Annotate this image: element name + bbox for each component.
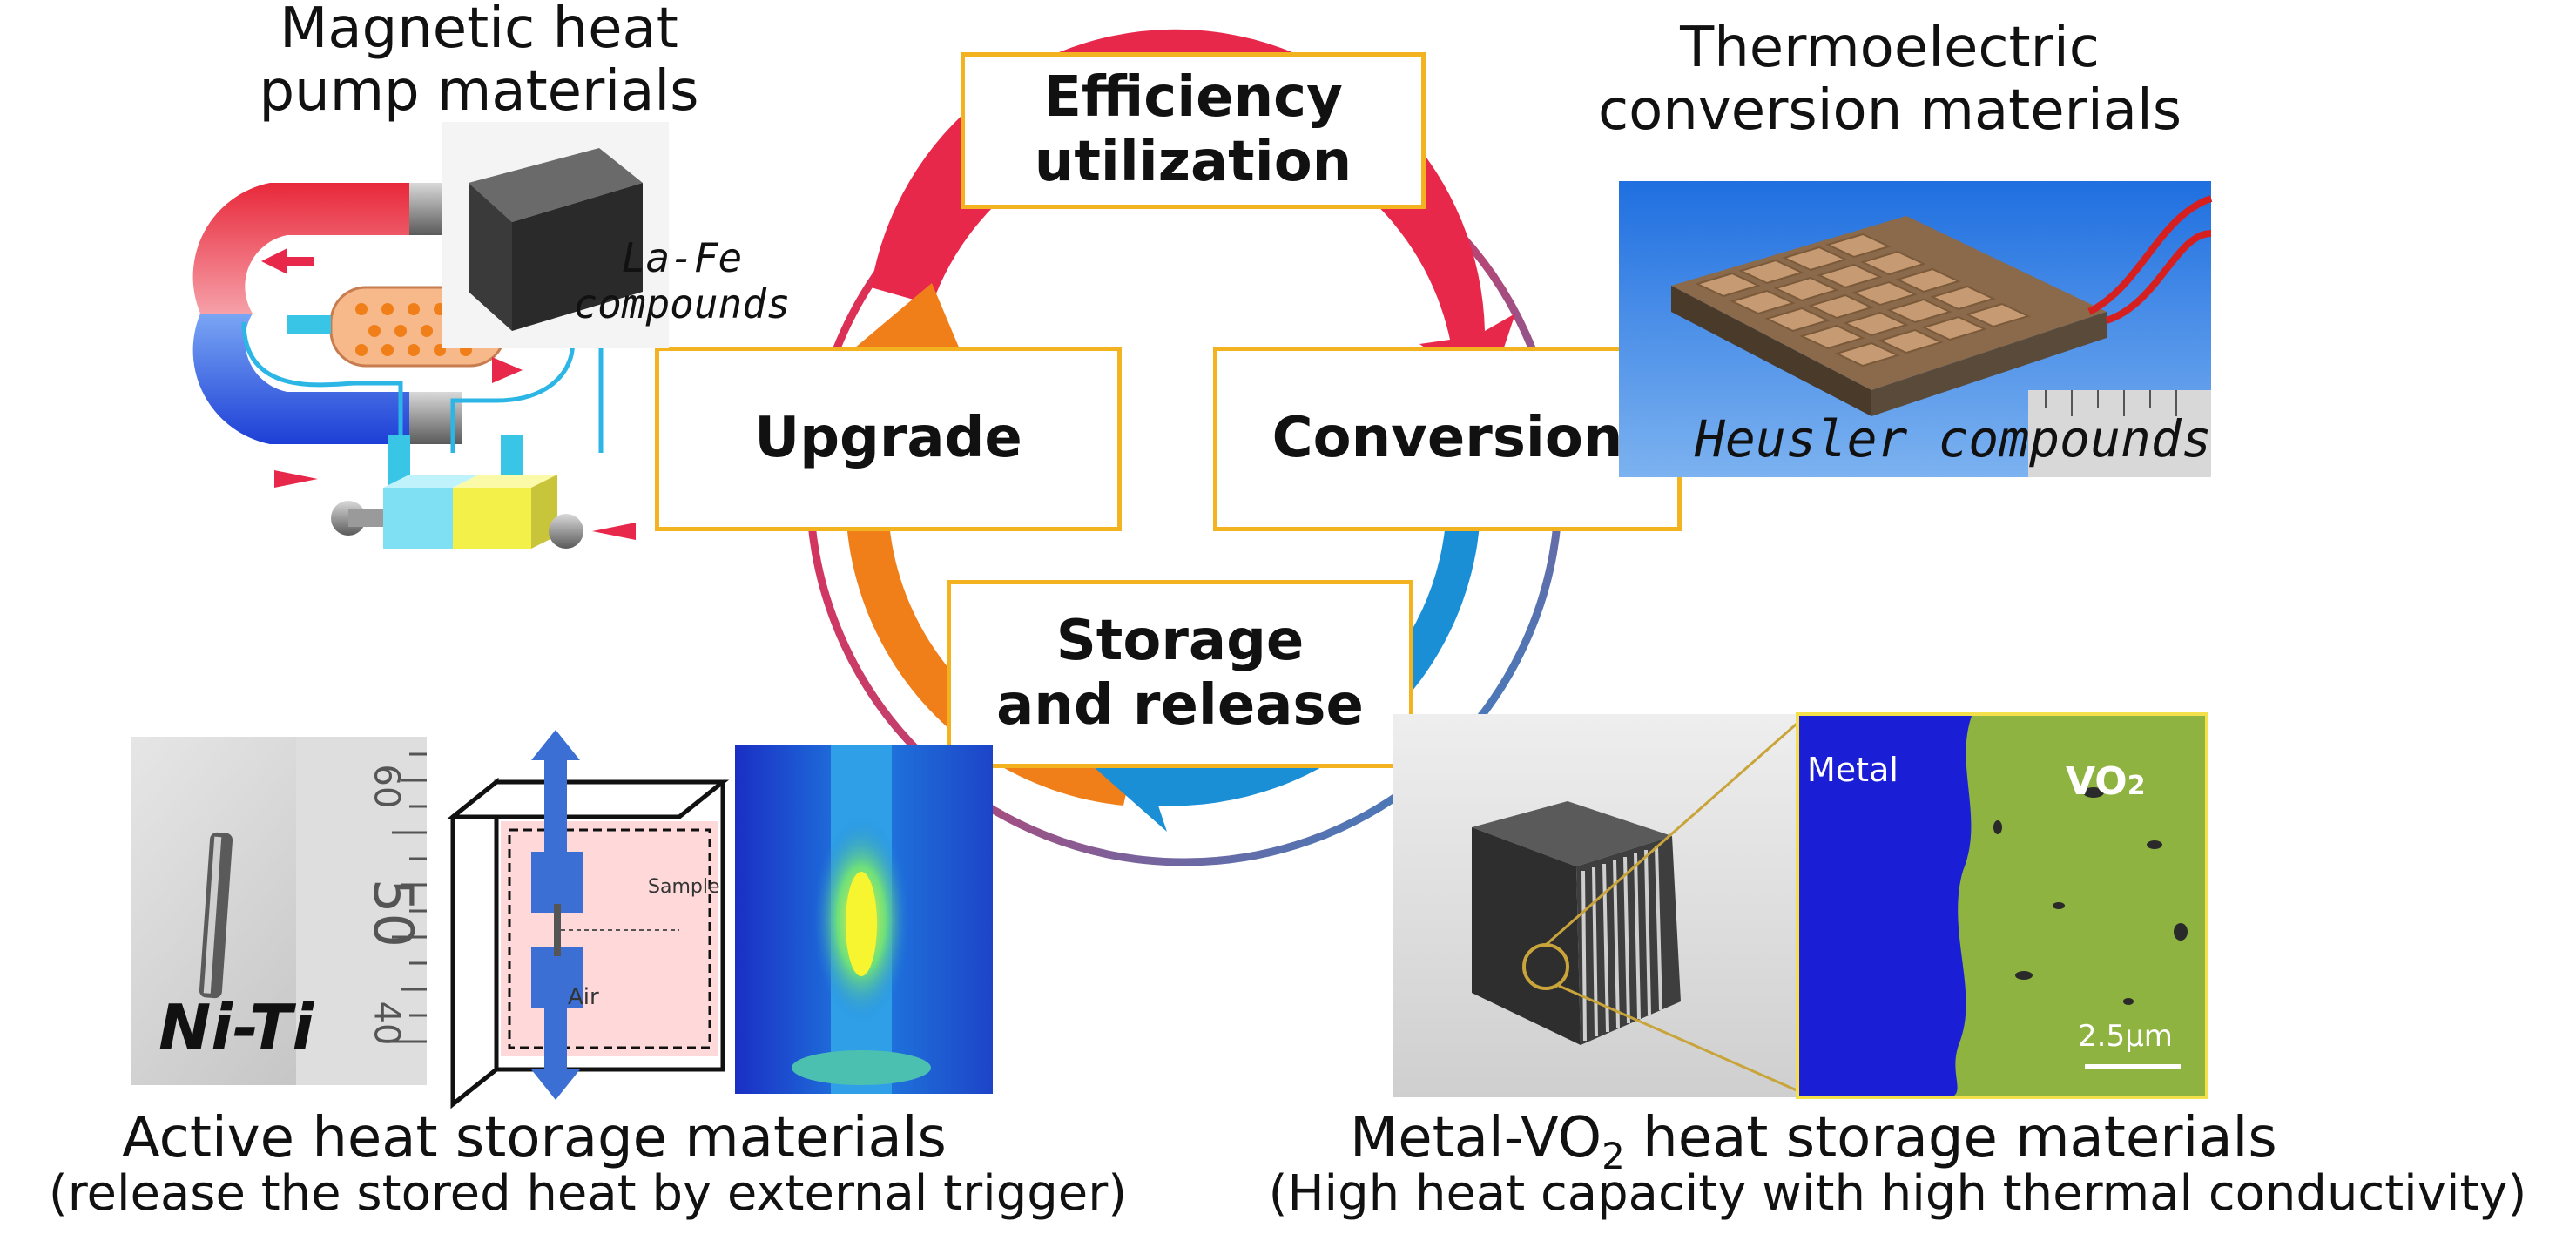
box-top-line2: utilization [1034,130,1352,194]
micro-metal-label: Metal [1807,751,1898,789]
la-fe-sample-photo [442,122,669,348]
metal-vo2-subtitle: (High heat capacity with high thermal co… [1268,1165,2527,1222]
la-fe-label-line1: La-Fe [621,234,743,281]
ni-ti-sample-photo [131,737,427,1085]
tensile-test-diagram [446,730,730,1109]
metal-vo2-title: Metal-VO2 heat storage materials [1350,1106,2277,1177]
thermal-image [735,745,993,1094]
microstructure-image [1796,712,2208,1099]
metal-vo2-title-suffix: heat storage materials [1624,1106,2277,1170]
scale-bar-label: 2.5μm [2078,1019,2173,1054]
box-conversion: Conversion [1213,347,1682,531]
box-upgrade: Upgrade [655,347,1122,531]
la-fe-label-line2: compounds [573,280,791,327]
ruler-tick-60: 60 [366,764,407,809]
magnet-red-half [192,183,409,314]
box-top-line1: Efficiency [1043,65,1343,131]
thermoelectric-module-photo [1619,181,2213,477]
thermoelectric-title-line1: Thermoelectric [1680,16,2100,80]
ruler-tick-50: 50 [361,879,425,947]
la-fe-label: La-Fe compounds [564,235,799,327]
box-upgrade-label: Upgrade [754,406,1022,471]
heusler-label: Heusler compounds [1695,409,2212,469]
diagram-sample-label: Sample [648,876,720,898]
box-bottom-line2: and release [996,673,1364,738]
active-title: Active heat storage materials [122,1106,947,1170]
micro-vo2-label: VO2 [2066,759,2146,804]
micro-vo2-sub: 2 [2127,771,2146,801]
magnetic-title-line2: pump materials [259,58,699,124]
cycle-arrow-orange [845,283,1132,806]
thermoelectric-title: Thermoelectric conversion materials [1550,17,2229,142]
ni-ti-label: Ni-Ti [158,991,314,1064]
diagram-air-label: Air [568,984,599,1010]
metal-vo2-title-prefix: Metal-VO [1350,1106,1602,1170]
micro-vo2-text: VO [2066,759,2128,804]
metal-vo2-block-photo [1393,714,1804,1097]
box-conversion-label: Conversion [1271,406,1623,471]
ruler-tick-40: 40 [366,1001,407,1046]
magnet-blue-half [192,314,409,444]
active-subtitle: (release the stored heat by external tri… [48,1165,1128,1222]
magnetic-title: Magnetic heat pump materials [209,0,749,123]
metal-vo2-title-sub: 2 [1602,1134,1625,1177]
thermoelectric-title-line2: conversion materials [1597,78,2182,143]
box-bottom-line1: Storage [1055,609,1305,674]
magnetic-title-line1: Magnetic heat [280,0,678,61]
